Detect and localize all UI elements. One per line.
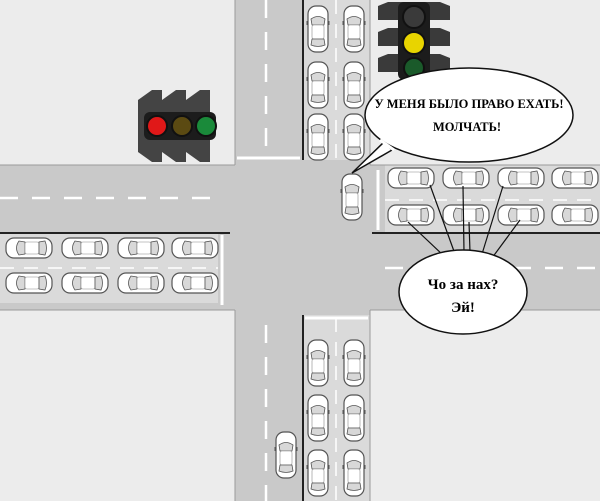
traffic-light-icon xyxy=(378,2,450,80)
car-icon xyxy=(273,431,299,479)
speech-bubble-icon xyxy=(351,67,574,174)
speech-top-line1: У МЕНЯ БЫЛО ПРАВО ЕХАТЬ! xyxy=(374,97,563,111)
speech-right-line2: Эй! xyxy=(451,300,475,316)
traffic-light-icon xyxy=(138,90,217,162)
sidewalk-bottom-right xyxy=(370,310,600,501)
speech-bubble-icon xyxy=(398,249,528,335)
speech-right-line1: Чо за нах? xyxy=(428,277,499,293)
speech-top-line2: МОЛЧАТЬ! xyxy=(433,120,501,134)
sidewalk-bottom-left xyxy=(0,310,235,501)
car-icon xyxy=(339,173,365,221)
speech-pointer-lines xyxy=(407,184,521,259)
